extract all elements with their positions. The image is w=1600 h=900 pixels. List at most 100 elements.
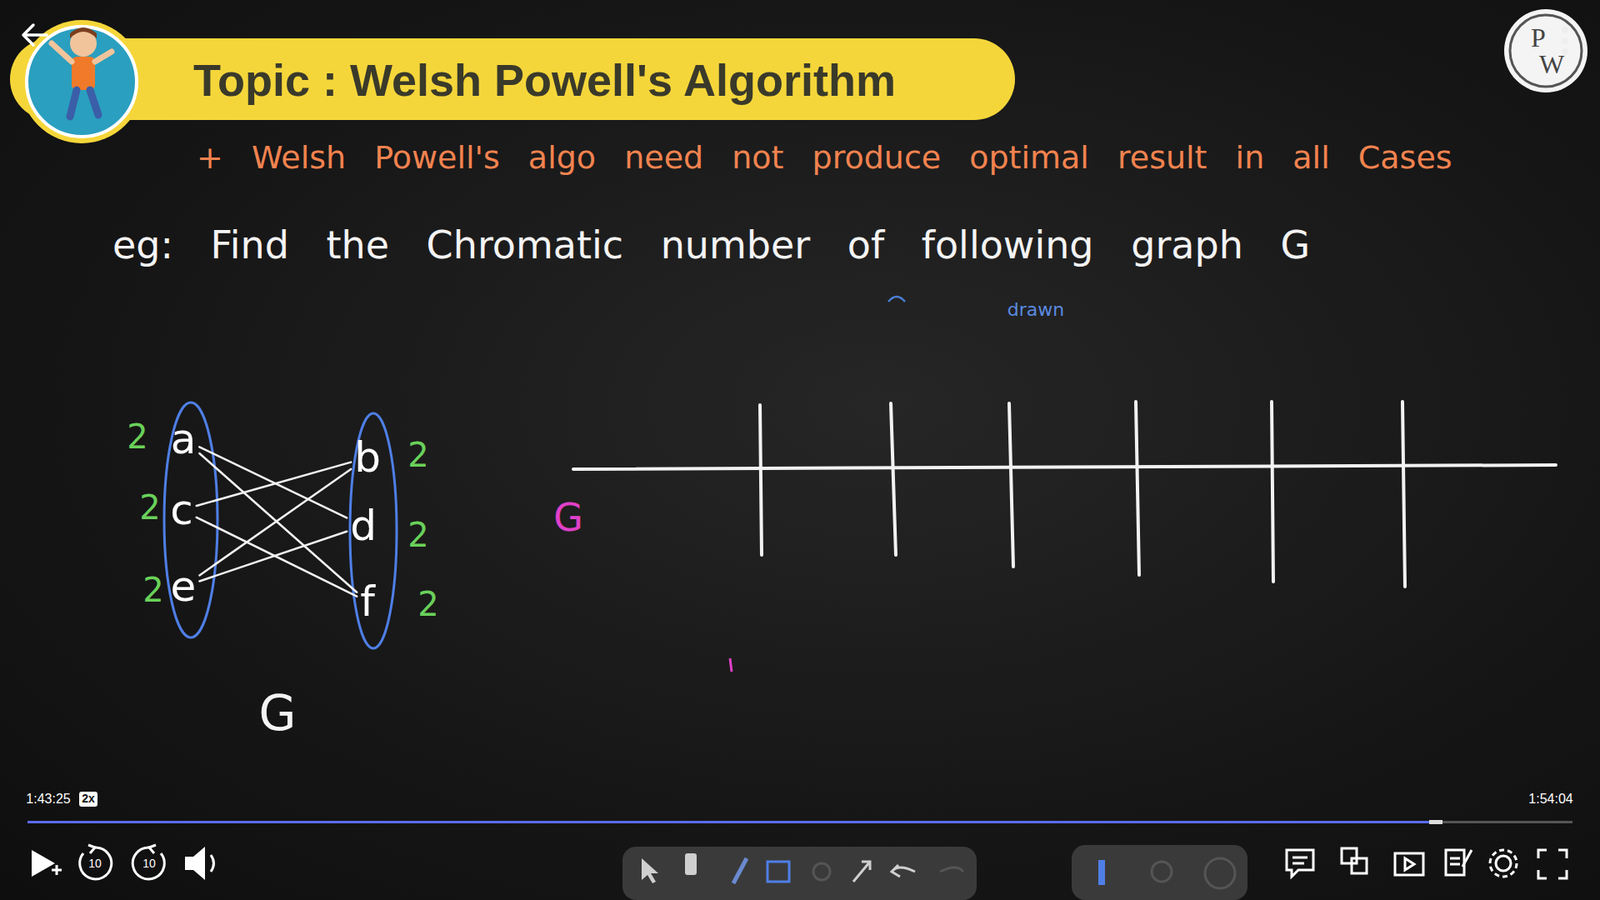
avatar-circle — [26, 26, 137, 137]
pen-mark — [888, 296, 905, 302]
decor-shape — [70, 90, 77, 117]
note-text: + Welsh Powell's algo need not produce o… — [196, 140, 1453, 176]
pen-icon — [685, 853, 697, 875]
rewind-icon — [88, 845, 95, 854]
vertex-label: d — [350, 501, 377, 550]
decor-shape — [1490, 850, 1517, 877]
decor-shape — [1351, 858, 1367, 874]
graph-vertex: d — [345, 503, 381, 549]
decor-shape — [1135, 401, 1140, 575]
decor-shape — [1009, 403, 1014, 567]
volume-icon — [210, 855, 215, 872]
decor-shape — [51, 43, 72, 62]
decor-shape — [90, 90, 99, 115]
decor-shape — [1405, 858, 1415, 870]
panel-icon — [1205, 858, 1235, 889]
avatar-figure — [51, 27, 112, 117]
logo-circle — [1504, 9, 1588, 93]
decor-shape — [1445, 850, 1465, 875]
graph-name: G — [259, 687, 297, 741]
degree-number: 2 — [142, 571, 164, 609]
speed-badge-text: 2x — [81, 792, 95, 805]
vertex-label: e — [170, 562, 197, 611]
decor-shape — [70, 27, 97, 39]
progress-fill — [27, 820, 1430, 824]
volume-icon — [185, 846, 205, 880]
eraser-icon — [813, 863, 830, 880]
graph-edge — [199, 531, 347, 582]
tool-panel — [1071, 845, 1248, 900]
decor-shape — [1286, 850, 1314, 877]
decor-shape — [1341, 848, 1357, 864]
degree-number: 2 — [407, 436, 429, 474]
graph-edge — [196, 517, 357, 597]
avatar-ring — [20, 20, 144, 144]
add-icon — [51, 865, 62, 875]
annotation-toolbar — [622, 846, 977, 900]
elapsed-time: 1:43:25 — [25, 791, 70, 807]
title-text: Topic : Welsh Powell's Algorithm — [193, 55, 896, 105]
graph-edge — [199, 469, 351, 575]
vertex-label: a — [170, 415, 197, 464]
decor-shape — [573, 465, 1556, 470]
coloring-table — [573, 401, 1556, 587]
graph-vertex: e — [166, 564, 201, 610]
decor-shape — [1395, 853, 1424, 875]
progress-buffer — [1429, 820, 1443, 825]
degree-number: 2 — [407, 516, 429, 554]
skip-seconds: 10 — [88, 857, 102, 870]
graph-edge — [199, 446, 347, 518]
logo-letter: W — [1539, 50, 1565, 80]
pen-mark — [730, 658, 732, 672]
vertex-set-ellipse — [164, 402, 218, 638]
redo-icon — [940, 867, 964, 872]
forward-icon — [149, 845, 156, 854]
marker-icon — [733, 858, 747, 884]
pointer-icon — [641, 858, 659, 884]
play-icon — [31, 850, 55, 877]
line-icon — [853, 861, 870, 882]
speed-badge — [79, 791, 98, 807]
decor-shape — [760, 405, 762, 555]
decor-shape — [890, 403, 896, 555]
rewind-icon — [80, 847, 112, 880]
progress-track — [27, 820, 1573, 824]
graph-vertex: b — [350, 435, 385, 480]
degree-number: 2 — [139, 489, 160, 526]
back-arrow — [23, 25, 47, 45]
logo-letter: P — [1530, 23, 1546, 53]
question-text: eg: Find the Chromatic number of followi… — [112, 224, 1310, 267]
degree-number: 2 — [417, 585, 439, 623]
vertex-set-ellipse — [350, 413, 397, 649]
vertex-label: b — [354, 433, 381, 482]
title-banner — [10, 38, 1015, 120]
degree-number: 2 — [126, 418, 148, 455]
decor-shape — [1561, 37, 1569, 45]
decor-shape — [1538, 850, 1567, 879]
skip-seconds: 10 — [142, 857, 156, 870]
decor-shape — [71, 56, 95, 90]
decor-shape — [1561, 26, 1569, 34]
undo-icon — [891, 865, 915, 877]
decor-shape — [1271, 401, 1274, 582]
decor-shape — [1450, 850, 1472, 867]
vertex-label: f — [360, 577, 375, 626]
graph-vertex: f — [355, 579, 380, 625]
total-time: 1:54:04 — [1528, 791, 1573, 807]
vertex-label: c — [170, 485, 194, 535]
graph-edge — [199, 453, 357, 593]
player-icons — [1286, 848, 1567, 879]
decor-shape — [1402, 401, 1405, 587]
row-label: G — [553, 496, 584, 540]
panel-icon — [1151, 861, 1172, 882]
graph-edge — [196, 462, 351, 506]
forward-icon — [132, 847, 165, 880]
graph-vertex: a — [166, 416, 201, 462]
graph-vertex: c — [165, 487, 198, 533]
decor-shape — [1495, 855, 1511, 871]
annotation-text: drawn — [1007, 300, 1065, 320]
shape-icon — [767, 861, 790, 882]
